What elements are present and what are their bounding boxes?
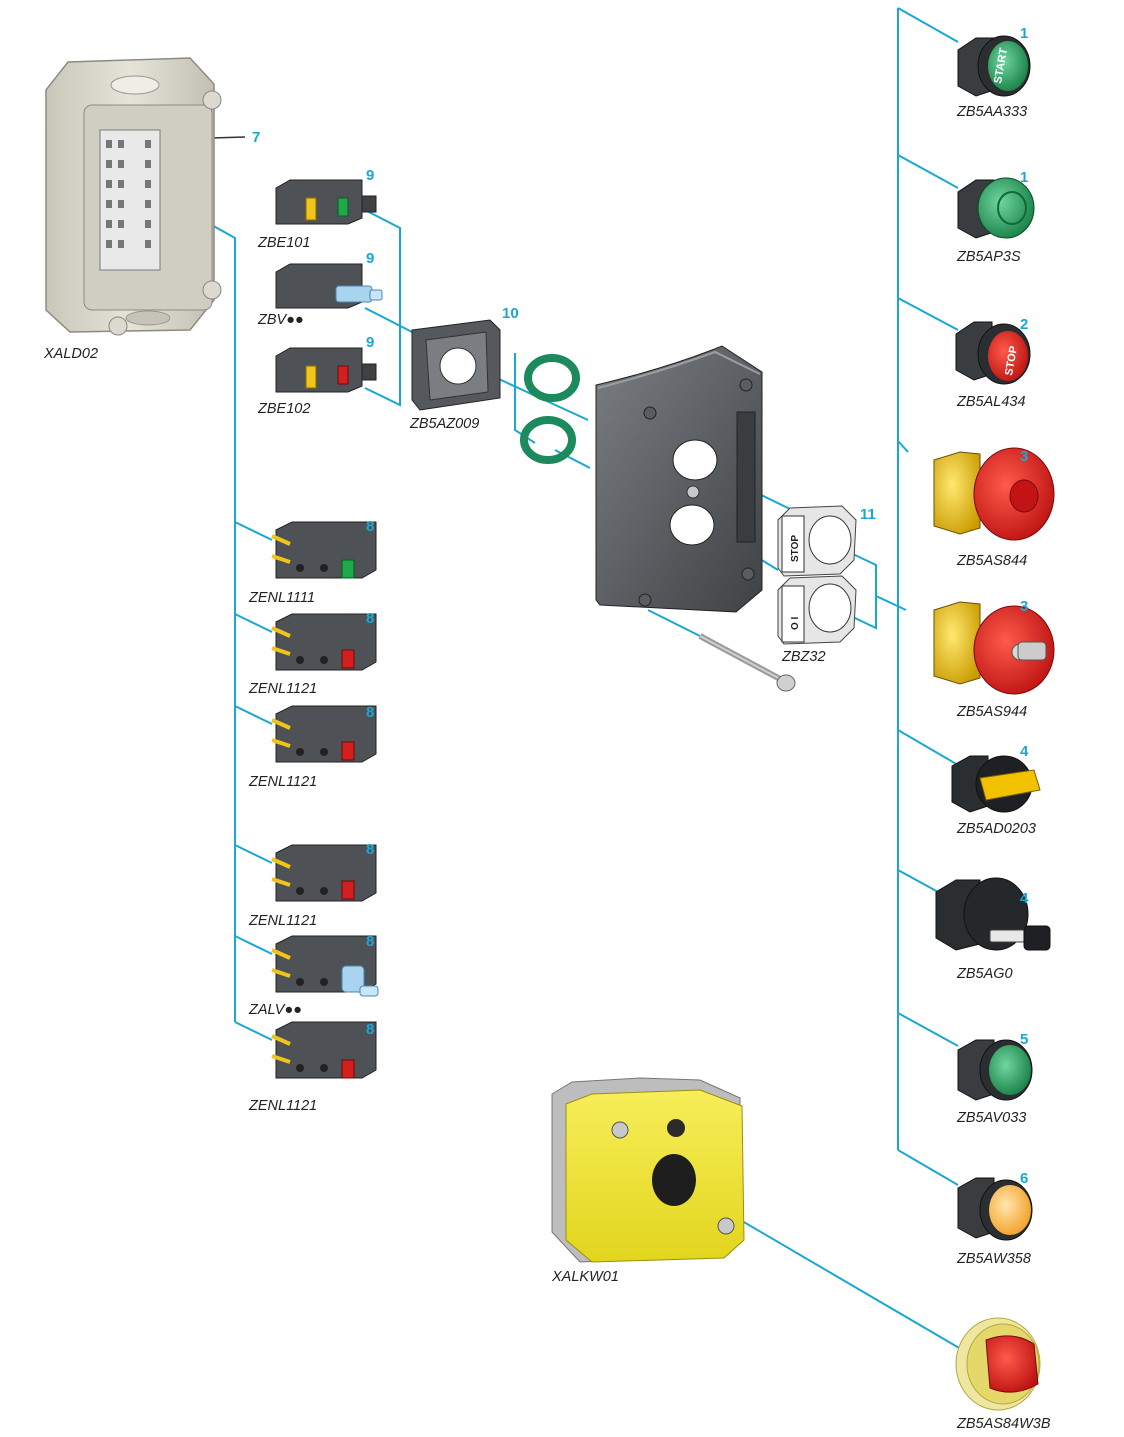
label-zbv: ZBV●● xyxy=(257,312,304,328)
head-zb5as84w3b xyxy=(955,1317,1041,1411)
plate-stop-text: STOP xyxy=(790,535,801,562)
label-zb5aw358: ZB5AW358 xyxy=(956,1251,1031,1267)
label-xalkw01: XALKW01 xyxy=(551,1269,619,1285)
head-zb5as844 xyxy=(933,447,1055,541)
label-zb5aa333: ZB5AA333 xyxy=(956,104,1027,120)
label-zbe102: ZBE102 xyxy=(257,401,310,417)
label-zbe101: ZBE101 xyxy=(257,235,310,251)
label-zenl1111: ZENL1111 xyxy=(248,590,315,606)
contact-block-zenl1121-1 xyxy=(271,613,377,671)
label-zenl1121-a: ZENL1121 xyxy=(248,681,317,697)
legend-plate-stop: STOP xyxy=(777,505,857,577)
label-zenl1121-b: ZENL1121 xyxy=(248,774,317,790)
contact-block-zbe101 xyxy=(275,179,377,225)
callout-9-b: 9 xyxy=(366,250,374,267)
contact-block-zalv xyxy=(271,935,379,997)
callout-8-f: 8 xyxy=(366,1021,374,1038)
callout-8-c: 8 xyxy=(366,704,374,721)
callout-5: 5 xyxy=(1020,1031,1028,1048)
label-zbz32: ZBZ32 xyxy=(781,649,826,665)
screw xyxy=(698,633,796,692)
head-zb5aw358 xyxy=(957,1177,1033,1241)
label-zb5as844: ZB5AS844 xyxy=(956,553,1027,569)
label-zb5az009: ZB5AZ009 xyxy=(409,416,479,432)
callout-1-a: 1 xyxy=(1020,25,1028,42)
callout-4-a: 4 xyxy=(1020,743,1029,760)
head-zb5av033 xyxy=(957,1039,1033,1101)
head-zb5al434: STOP xyxy=(955,321,1031,385)
label-zb5ag0: ZB5AG0 xyxy=(956,966,1013,982)
callout-9-a: 9 xyxy=(366,167,374,184)
callout-8-d: 8 xyxy=(366,841,374,858)
cap-stop-text: STOP xyxy=(1003,345,1020,376)
callout-3-b: 3 xyxy=(1020,598,1028,615)
callout-10: 10 xyxy=(502,305,519,322)
contact-block-zenl1121-2 xyxy=(271,705,377,763)
contact-block-zenl1111 xyxy=(271,521,377,579)
contact-block-zenl1121-4 xyxy=(271,1021,377,1079)
callout-8-e: 8 xyxy=(366,933,374,950)
label-xald02: XALD02 xyxy=(43,346,98,362)
head-zb5ad0203 xyxy=(951,755,1041,813)
head-zb5ag0 xyxy=(935,877,1051,951)
plate-oi-text: O I xyxy=(790,616,801,630)
grey-enclosure-2-hole xyxy=(595,345,763,613)
callout-8-b: 8 xyxy=(366,610,374,627)
callout-11: 11 xyxy=(860,506,876,523)
callout-3-a: 3 xyxy=(1020,448,1028,465)
label-zalv: ZALV●● xyxy=(248,1002,302,1018)
label-zenl1121-c: ZENL1121 xyxy=(248,913,317,929)
label-zb5as944: ZB5AS944 xyxy=(956,704,1027,720)
head-zb5as944 xyxy=(933,601,1055,695)
callout-9-c: 9 xyxy=(366,334,374,351)
callout-4-b: 4 xyxy=(1020,890,1029,907)
label-zb5av033: ZB5AV033 xyxy=(956,1110,1026,1126)
contact-block-zbv xyxy=(275,263,383,309)
label-zb5al434: ZB5AL434 xyxy=(956,394,1026,410)
green-rings xyxy=(520,354,580,464)
contact-block-zenl1121-3 xyxy=(271,844,377,902)
enclosure-xald02 xyxy=(45,57,222,336)
label-zb5ad0203: ZB5AD0203 xyxy=(956,821,1036,837)
callout-6: 6 xyxy=(1020,1170,1028,1187)
legend-plate-oi: O I xyxy=(777,575,857,645)
fixing-collar xyxy=(411,319,501,411)
callout-1-b: 1 xyxy=(1020,169,1028,186)
label-zb5as84w3b: ZB5AS84W3B xyxy=(956,1416,1051,1432)
callout-2: 2 xyxy=(1020,316,1028,333)
callout-8-a: 8 xyxy=(366,518,374,535)
head-zb5ap3s xyxy=(957,177,1035,239)
contact-block-zbe102 xyxy=(275,347,377,393)
label-zb5ap3s: ZB5AP3S xyxy=(956,249,1021,265)
label-zenl1121-d: ZENL1121 xyxy=(248,1098,317,1114)
callout-7: 7 xyxy=(252,129,260,146)
head-zb5aa333: START xyxy=(957,35,1031,97)
yellow-enclosure-xalkw01 xyxy=(551,1077,745,1263)
